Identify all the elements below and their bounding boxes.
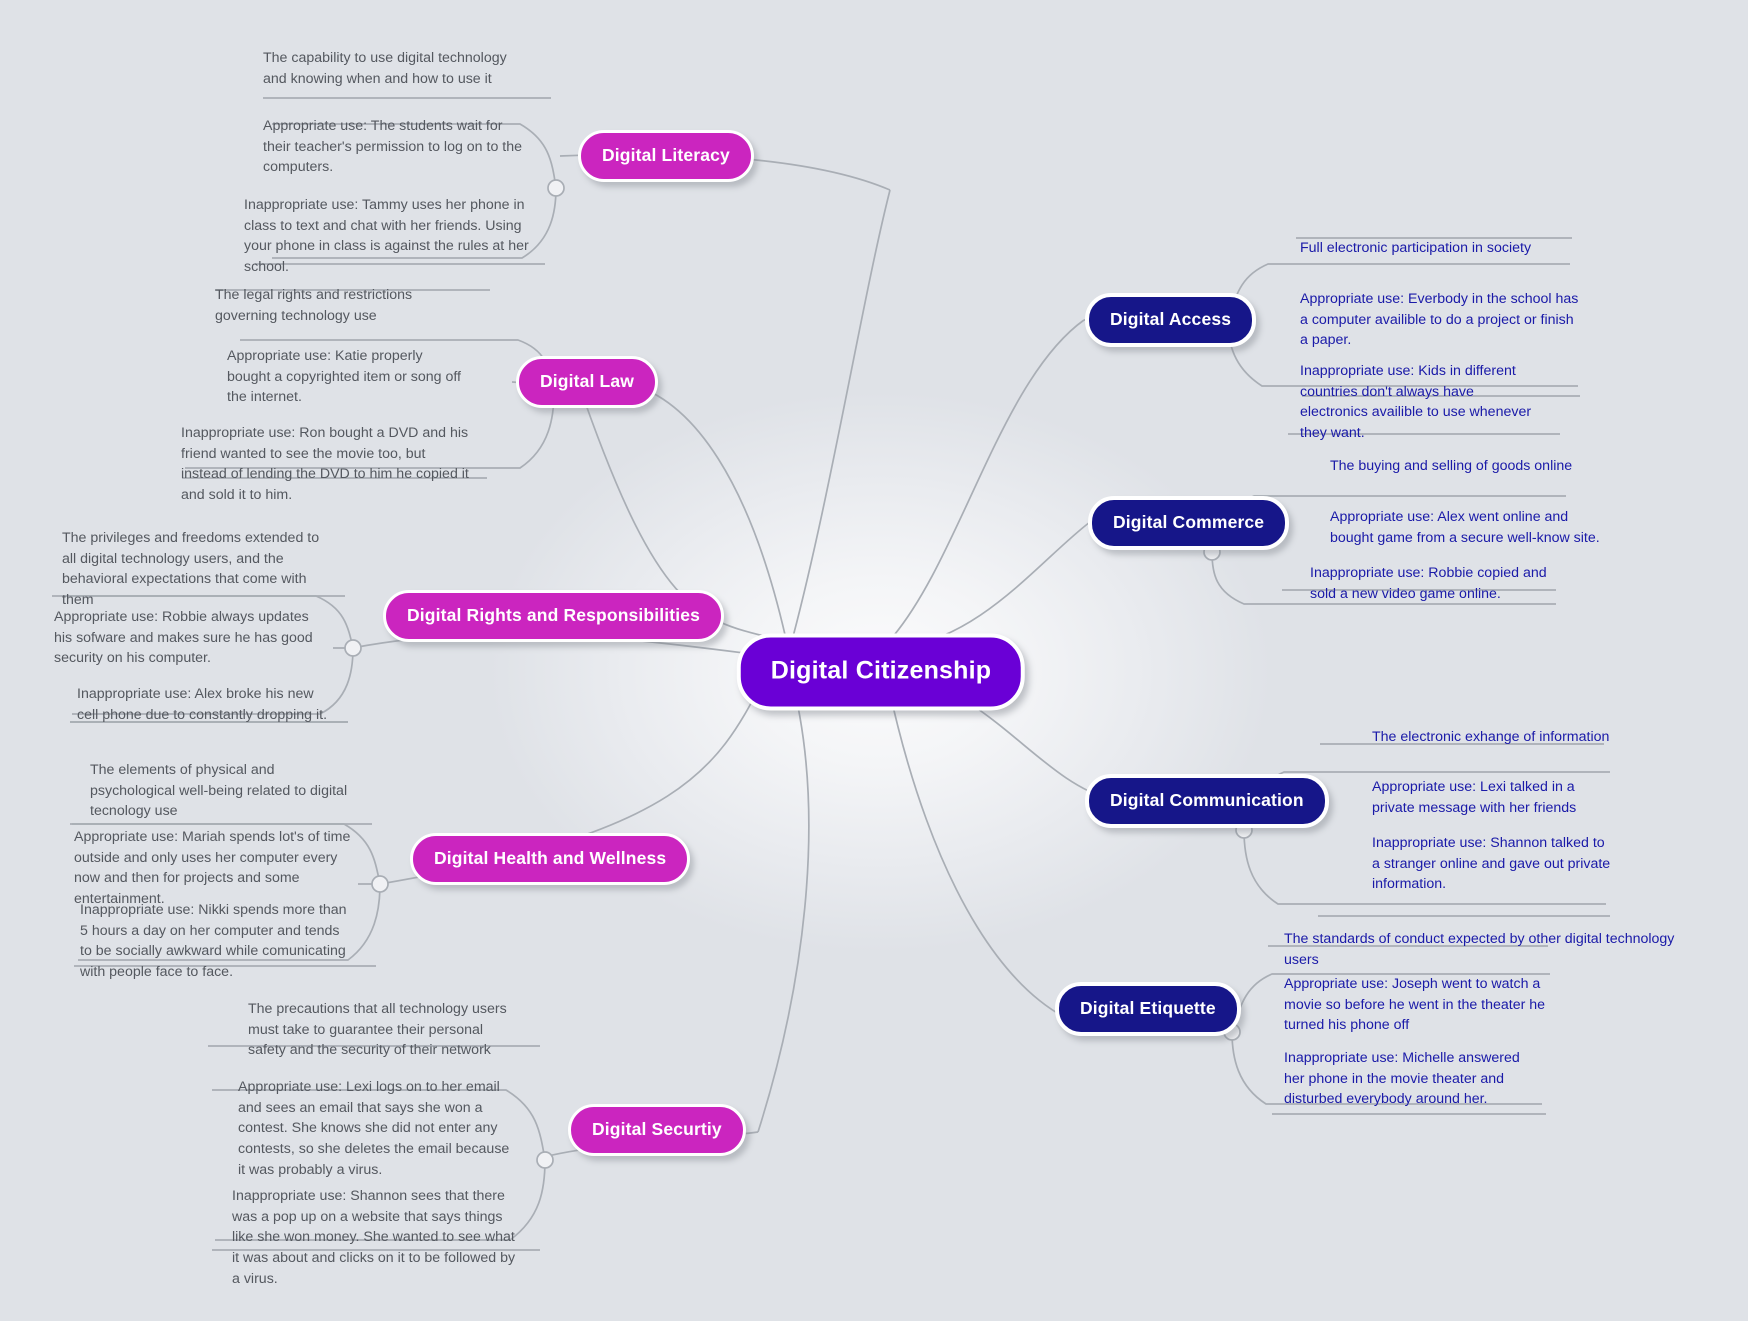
topic-digital-commerce[interactable]: Digital Commerce <box>1088 496 1290 550</box>
detail-digital-commerce-appropriate: Appropriate use: Alex went online and bo… <box>1330 509 1600 546</box>
detail-digital-access-appropriate: Appropriate use: Everbody in the school … <box>1300 291 1579 349</box>
junction-node <box>344 639 362 657</box>
detail-digital-health-definition: The elements of physical and psychologic… <box>90 762 348 820</box>
center-node-digital-citizenship[interactable]: Digital Citizenship <box>736 633 1026 711</box>
detail-digital-law-inappropriate: Inappropriate use: Ron bought a DVD and … <box>181 425 469 504</box>
detail-digital-communication-appropriate: Appropriate use: Lexi talked in a privat… <box>1372 779 1577 816</box>
detail-digital-security-inappropriate: Inappropriate use: Shannon sees that the… <box>232 1188 516 1287</box>
detail-digital-etiquette-inappropriate: Inappropriate use: Michelle answered her… <box>1284 1050 1520 1108</box>
detail-digital-rights-definition: The privileges and freedoms extended to … <box>62 530 320 609</box>
topic-digital-law[interactable]: Digital Law <box>516 356 659 408</box>
detail-digital-security-appropriate: Appropriate use: Lexi logs on to her ema… <box>238 1079 510 1178</box>
detail-digital-health-appropriate: Appropriate use: Mariah spends lot's of … <box>74 829 351 908</box>
topic-digital-literacy[interactable]: Digital Literacy <box>578 130 754 182</box>
detail-digital-etiquette-appropriate: Appropriate use: Joseph went to watch a … <box>1284 976 1546 1034</box>
detail-digital-literacy-appropriate: Appropriate use: The students wait for t… <box>263 118 523 176</box>
detail-digital-law-definition: The legal rights and restrictions govern… <box>215 287 413 324</box>
topic-digital-health-and-wellness[interactable]: Digital Health and Wellness <box>410 833 691 885</box>
topic-digital-rights-and-responsibilities[interactable]: Digital Rights and Responsibilities <box>383 590 725 642</box>
topic-digital-communication[interactable]: Digital Communication <box>1085 774 1329 828</box>
detail-digital-rights-inappropriate: Inappropriate use: Alex broke his new ce… <box>77 686 328 723</box>
junction-node <box>536 1151 554 1169</box>
detail-digital-law-appropriate: Appropriate use: Katie properly bought a… <box>227 348 461 406</box>
detail-digital-etiquette-definition: The standards of conduct expected by oth… <box>1284 931 1675 968</box>
junction-node <box>371 875 389 893</box>
topic-digital-etiquette[interactable]: Digital Etiquette <box>1055 982 1241 1036</box>
detail-digital-communication-inappropriate: Inappropriate use: Shannon talked to a s… <box>1372 835 1611 893</box>
detail-digital-literacy-definition: The capability to use digital technology… <box>263 50 507 87</box>
detail-digital-access-definition: Full electronic participation in society <box>1300 240 1532 256</box>
detail-digital-access-inappropriate: Inappropriate use: Kids in different cou… <box>1300 363 1532 442</box>
detail-digital-literacy-inappropriate: Inappropriate use: Tammy uses her phone … <box>244 197 529 276</box>
topic-digital-access[interactable]: Digital Access <box>1085 293 1257 347</box>
detail-digital-communication-definition: The electronic exhange of information <box>1372 729 1610 745</box>
detail-digital-commerce-definition: The buying and selling of goods online <box>1330 458 1573 474</box>
detail-digital-security-definition: The precautions that all technology user… <box>248 1001 507 1059</box>
detail-digital-rights-appropriate: Appropriate use: Robbie always updates h… <box>54 609 313 667</box>
topic-digital-security[interactable]: Digital Securtiy <box>568 1104 746 1156</box>
junction-node <box>547 179 565 197</box>
detail-digital-health-inappropriate: Inappropriate use: Nikki spends more tha… <box>80 902 347 981</box>
detail-digital-commerce-inappropriate: Inappropriate use: Robbie copied and sol… <box>1310 565 1547 602</box>
